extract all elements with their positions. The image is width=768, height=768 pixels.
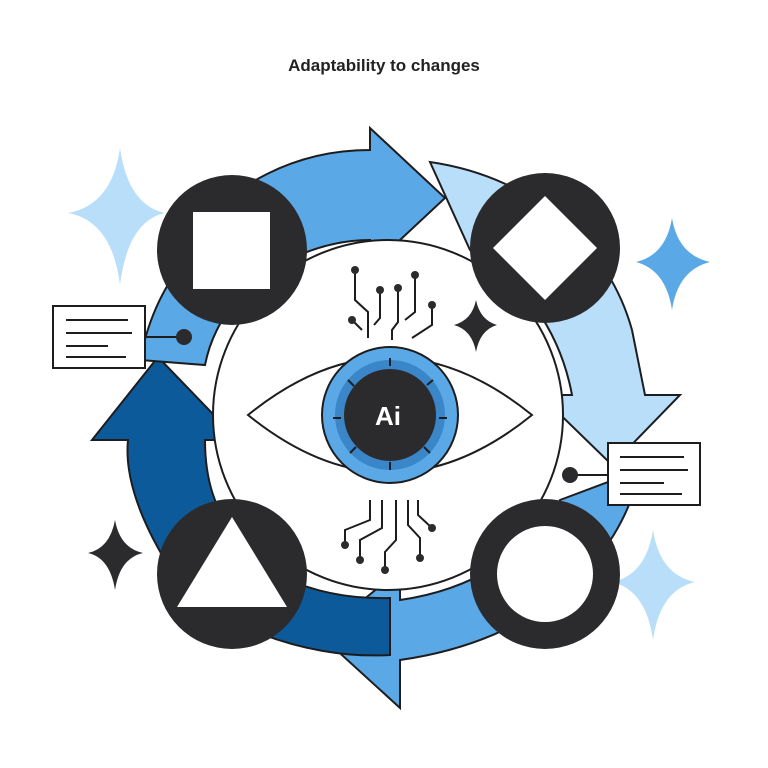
circuit-node [376, 286, 384, 294]
sparkle-icon [68, 148, 165, 285]
node-square [157, 175, 307, 325]
circuit-node [348, 316, 356, 324]
circuit-node [341, 541, 349, 549]
circuit-node [351, 266, 359, 274]
note-card-icon [562, 442, 701, 506]
node-triangle [157, 499, 307, 649]
circuit-icon [344, 500, 433, 570]
note-card-icon [52, 305, 192, 369]
center-label: Ai [375, 401, 401, 431]
sparkle-icon [88, 520, 143, 590]
sparkle-icon [612, 530, 695, 640]
eye-icon [246, 346, 534, 484]
node-circle [470, 499, 620, 649]
circuit-node [381, 566, 389, 574]
circuit-node [428, 301, 436, 309]
sparkle-icon [454, 300, 497, 352]
circuit-node [411, 271, 419, 279]
circuit-icon [351, 270, 433, 340]
diagram-title: Adaptability to changes [288, 56, 480, 75]
circuit-node [394, 284, 402, 292]
circuit-node [356, 556, 364, 564]
circuit-node [428, 524, 436, 532]
node-diamond [470, 173, 620, 323]
sparkle-icon [636, 218, 710, 310]
circuit-node [416, 554, 424, 562]
